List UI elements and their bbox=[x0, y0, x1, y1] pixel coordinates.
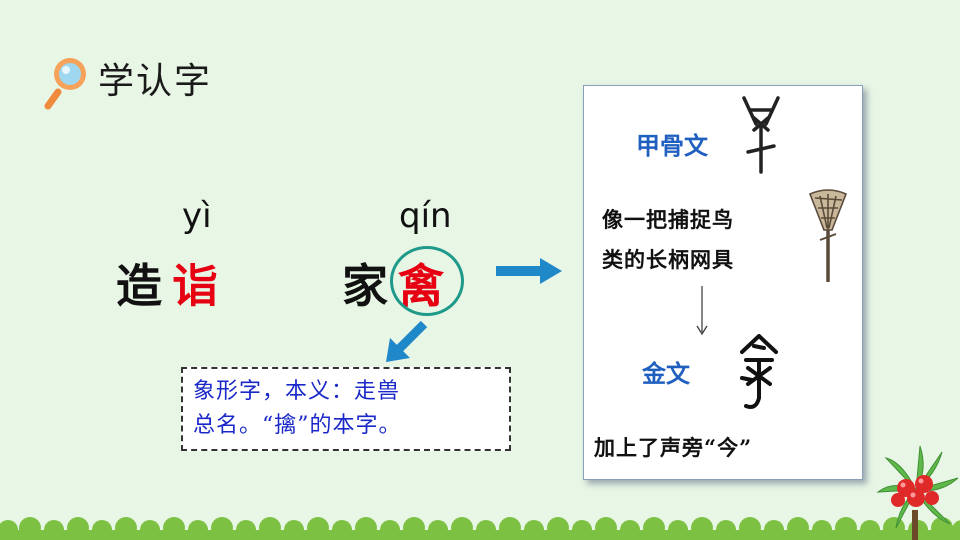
word1-first-char: 造 bbox=[116, 259, 162, 313]
oracle-bone-glyph-icon bbox=[742, 96, 780, 174]
pinyin-yi: yì bbox=[182, 196, 212, 236]
description-line-1: 像一把捕捉鸟 bbox=[602, 207, 734, 232]
definition-note: 象形字，本义：走兽 总名。“擒”的本字。 bbox=[181, 367, 511, 451]
down-arrow-icon bbox=[696, 286, 708, 336]
note-line-1: 象形字，本义：走兽 bbox=[193, 379, 401, 404]
note-line-2: 总名。“擒”的本字。 bbox=[193, 413, 402, 438]
pinyin-qin: qín bbox=[399, 196, 452, 236]
etymology-panel: 甲骨文 像一把捕捉鸟 类的长柄网具 金文 bbox=[583, 85, 863, 480]
arrow-down-left-icon bbox=[386, 320, 428, 362]
berry-branch-icon bbox=[876, 445, 959, 540]
arrow-right-icon bbox=[496, 258, 562, 284]
description-line-2: 类的长柄网具 bbox=[602, 247, 734, 272]
grass-border bbox=[0, 517, 960, 540]
section-title: 学认字 bbox=[98, 61, 213, 102]
bronze-script-label: 金文 bbox=[642, 360, 690, 388]
magnifier-icon bbox=[44, 58, 86, 110]
word1-target-char: 诣 bbox=[172, 259, 218, 313]
oracle-bone-label: 甲骨文 bbox=[636, 132, 708, 160]
hand-net-icon bbox=[808, 189, 848, 282]
bronze-glyph-icon bbox=[740, 334, 778, 409]
phonetic-component-note: 加上了声旁“今” bbox=[594, 435, 753, 460]
word2-first-char: 家 bbox=[342, 259, 388, 313]
highlight-circle bbox=[390, 246, 464, 316]
